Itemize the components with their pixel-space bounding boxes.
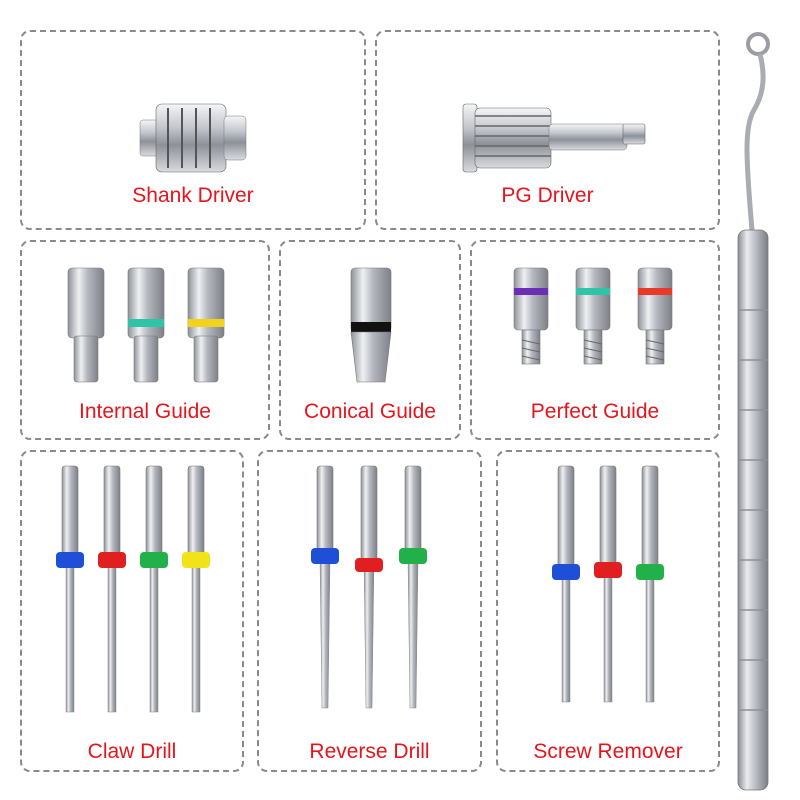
pg-driver-panel: PG Driver	[375, 30, 720, 230]
claw-drill-4	[182, 465, 210, 713]
reverse-drill-2	[355, 465, 383, 709]
perfect-guide-label: Perfect Guide	[530, 400, 660, 423]
pg-driver-image	[462, 103, 646, 173]
reverse-drill-image	[311, 465, 427, 709]
reverse-drill-panel: Reverse Drill	[257, 450, 482, 772]
screw-remover-3	[636, 465, 664, 703]
reverse-drill-label: Reverse Drill	[309, 740, 430, 763]
screw-remover-panel: Screw Remover	[496, 450, 720, 772]
claw-drill-panel: Claw Drill	[20, 450, 244, 772]
shank-driver-label: Shank Driver	[132, 184, 254, 207]
guide-1	[67, 267, 105, 383]
reverse-drill-1	[311, 465, 339, 709]
claw-drill-1	[56, 465, 84, 713]
shank-driver-image	[139, 103, 247, 173]
screw-remover-label: Screw Remover	[533, 740, 683, 763]
claw-drill-3	[140, 465, 168, 713]
guide-3	[187, 267, 225, 383]
claw-drill-image	[56, 465, 210, 713]
guide-2	[127, 267, 165, 383]
conical-guide-label: Conical Guide	[304, 400, 436, 423]
perfect-guide-1	[513, 267, 549, 365]
handle-instrument-image	[737, 32, 770, 791]
perfect-guide-2	[575, 267, 611, 365]
claw-drill-label: Claw Drill	[87, 740, 177, 763]
pg-driver-label: PG Driver	[501, 184, 594, 207]
screw-remover-1	[552, 465, 580, 703]
perfect-guide-3	[637, 267, 673, 365]
internal-guide-image	[67, 267, 225, 383]
internal-guide-label: Internal Guide	[79, 400, 211, 423]
conical-guide-panel: Conical Guide	[279, 240, 461, 440]
internal-guide-panel: Internal Guide	[20, 240, 270, 440]
perfect-guide-image	[513, 267, 673, 365]
perfect-guide-panel: Perfect Guide	[470, 240, 720, 440]
reverse-drill-3	[399, 465, 427, 709]
shank-driver-panel: Shank Driver	[20, 30, 366, 230]
screw-remover-image	[552, 465, 664, 703]
claw-drill-2	[98, 465, 126, 713]
conical-guide-image	[350, 267, 392, 383]
screw-remover-2	[594, 465, 622, 703]
